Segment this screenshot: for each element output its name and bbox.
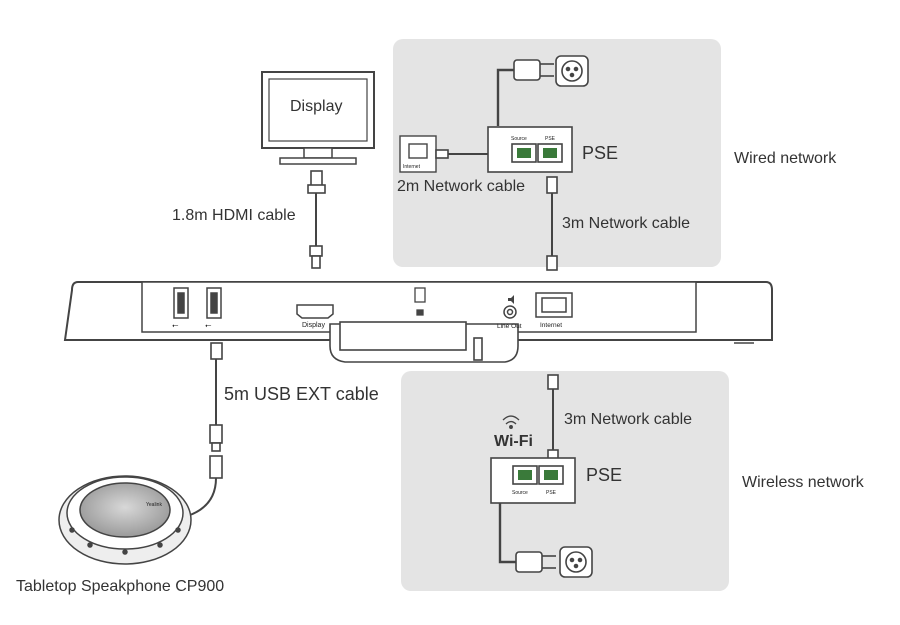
power-outlet-icon-bottom bbox=[559, 546, 593, 578]
line-out-jack bbox=[503, 305, 517, 319]
wireless-network-label: Wireless network bbox=[742, 474, 864, 491]
internet-port bbox=[535, 292, 573, 318]
pse-top-port-pse: PSE bbox=[545, 136, 556, 142]
usb-icon: ⭠ bbox=[172, 321, 179, 330]
monitor-icon bbox=[261, 71, 375, 165]
line-out-label: Line Out bbox=[497, 323, 522, 330]
hdmi-cable bbox=[307, 170, 326, 269]
internet-jack-label: Internet bbox=[403, 164, 421, 170]
lock-icon bbox=[414, 287, 426, 316]
pse-bottom-port-source: Source bbox=[512, 490, 528, 496]
pse-top-port-source: Source bbox=[511, 136, 527, 142]
power-plug-top bbox=[496, 59, 554, 126]
pse-bottom-label: PSE bbox=[586, 465, 623, 485]
three-m-cable-top-label: 3m Network cable bbox=[562, 215, 691, 232]
pse-bottom-device bbox=[490, 457, 576, 504]
display-port-label: Display bbox=[302, 322, 325, 329]
wifi-label: Wi-Fi bbox=[494, 433, 533, 450]
speaker-brand: Yealink bbox=[146, 502, 162, 508]
power-outlet-icon bbox=[555, 55, 589, 87]
bar-bottom-bracket bbox=[329, 321, 519, 363]
hdmi-cable-label: 1.8m HDMI cable bbox=[172, 207, 296, 224]
usb-port-2 bbox=[206, 287, 222, 319]
internet-port-label: Internet bbox=[540, 322, 562, 329]
three-m-cable-top bbox=[546, 176, 558, 271]
ethernet-jack-icon bbox=[399, 135, 437, 173]
wired-network-label: Wired network bbox=[734, 150, 837, 167]
pse-bottom-port-pse: PSE bbox=[546, 490, 557, 496]
wifi-icon bbox=[502, 415, 520, 429]
display-label: Display bbox=[290, 98, 343, 115]
hdmi-icon bbox=[296, 304, 334, 319]
usb-ext-cable-label: 5m USB EXT cable bbox=[224, 384, 379, 404]
three-m-cable-bottom bbox=[547, 374, 559, 463]
usb-port-1 bbox=[173, 287, 189, 319]
speaker-icon bbox=[508, 295, 514, 304]
pse-top-label: PSE bbox=[582, 143, 619, 163]
speakerphone-label: Tabletop Speakphone CP900 bbox=[16, 578, 225, 595]
pse-top-device bbox=[487, 126, 573, 173]
usb-icon-2: ⭠ bbox=[205, 321, 212, 330]
three-m-cable-bottom-label: 3m Network cable bbox=[564, 411, 693, 428]
speakerphone-device bbox=[58, 475, 192, 565]
power-plug-bottom bbox=[498, 503, 556, 573]
two-m-cable-label: 2m Network cable bbox=[397, 178, 526, 195]
